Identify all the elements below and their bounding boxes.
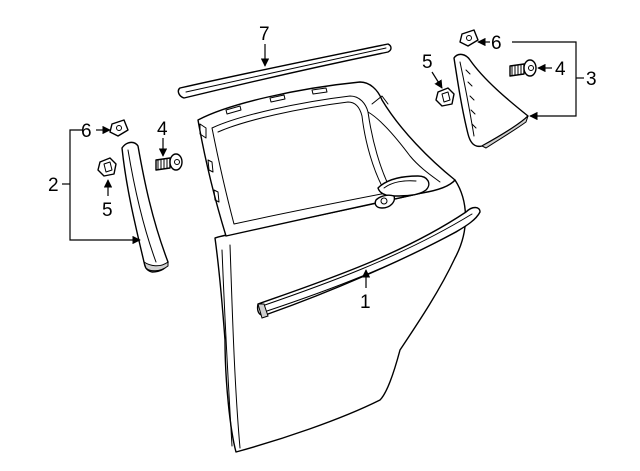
front-applique — [121, 141, 169, 273]
callout-2: 2 — [48, 175, 59, 196]
callout-6-left: 6 — [81, 121, 92, 142]
callout-5-right: 5 — [422, 52, 433, 73]
callout-6-right: 6 — [491, 33, 502, 54]
belt-molding — [256, 206, 481, 319]
roof-molding — [177, 43, 392, 99]
rear-applique — [453, 53, 529, 149]
callout-3: 3 — [586, 69, 597, 90]
callout-1: 1 — [360, 292, 371, 313]
clip-right — [435, 87, 455, 107]
bracket-2 — [69, 129, 141, 245]
rear-door-shell — [197, 81, 467, 453]
screw-left — [155, 153, 183, 171]
callout-7: 7 — [259, 24, 270, 45]
bracket-3 — [512, 41, 577, 121]
callout-4-left: 4 — [157, 119, 168, 140]
retainer-left — [109, 119, 129, 137]
leader-5-right — [431, 71, 443, 89]
callout-5-left: 5 — [102, 200, 113, 221]
screw-right — [509, 59, 537, 77]
retainer-right — [459, 29, 479, 47]
clip-left — [97, 157, 117, 177]
callout-4-right: 4 — [555, 59, 566, 80]
